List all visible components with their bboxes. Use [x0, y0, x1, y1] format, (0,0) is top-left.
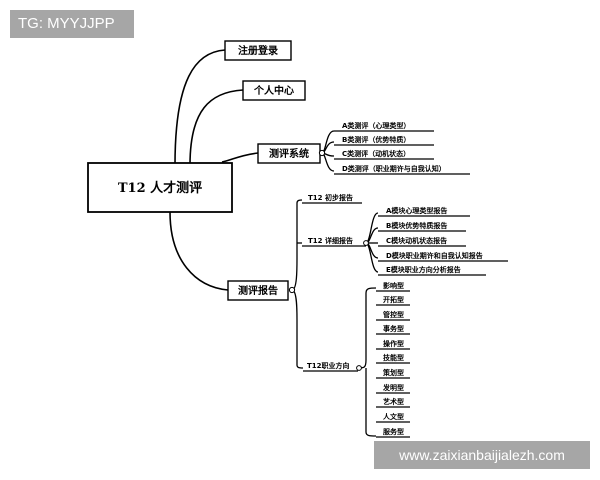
career-item-label: 管控型: [383, 310, 404, 319]
watermark-bottom-right: www.zaixianbaijialezh.com: [374, 441, 590, 469]
system-item-label: A类测评（心理类型）: [342, 121, 410, 130]
career-item[interactable]: 影响型: [376, 281, 410, 292]
detail-item[interactable]: B模块优势特质报告: [378, 221, 466, 232]
system-items: A类测评（心理类型） B类测评（优势特质） C类测评（动机状态） D类测评（职业…: [334, 121, 470, 175]
detail-item[interactable]: D模块职业期许和自我认知报告: [378, 251, 508, 262]
detail-item-label: B模块优势特质报告: [386, 221, 447, 230]
collapse-toggle-system[interactable]: [318, 149, 326, 157]
report-career-label: T12职业方向: [307, 361, 350, 370]
system-item[interactable]: A类测评（心理类型）: [334, 121, 434, 132]
root-node[interactable]: T12 人才测评: [87, 162, 233, 213]
watermark-top-left: TG: MYYJJPP: [10, 10, 134, 38]
node-report[interactable]: 测评报告: [227, 280, 289, 301]
career-item[interactable]: 管控型: [376, 310, 410, 321]
detail-item-label: C模块动机状态报告: [386, 236, 447, 245]
career-item[interactable]: 技能型: [376, 353, 410, 364]
career-item[interactable]: 策划型: [376, 368, 410, 379]
connector-career-top: [357, 287, 377, 369]
system-item-label: D类测评（职业期许与自我认知）: [342, 164, 446, 173]
career-item-label: 发明型: [382, 383, 404, 392]
connector-career-bottom: [365, 368, 377, 437]
detail-item-label: E模块职业方向分析报告: [386, 265, 461, 274]
node-system[interactable]: 测评系统: [257, 143, 321, 164]
node-report-label: 测评报告: [238, 284, 278, 297]
system-item-label: B类测评（优势特质）: [342, 135, 410, 144]
report-detail-label: T12 详细报告: [308, 236, 353, 245]
detail-item-label: A模块心理类型报告: [386, 206, 447, 215]
career-item-label: 策划型: [382, 368, 404, 377]
career-item[interactable]: 操作型: [376, 339, 410, 350]
detail-item-label: D模块职业期许和自我认知报告: [386, 251, 483, 260]
career-item[interactable]: 发明型: [376, 383, 410, 394]
report-initial-label: T12 初步报告: [308, 193, 353, 202]
connector-report-career: [291, 289, 304, 369]
collapse-toggle-report[interactable]: [288, 286, 296, 294]
connector-personal: [189, 89, 244, 166]
career-item-label: 操作型: [383, 339, 404, 348]
detail-item[interactable]: E模块职业方向分析报告: [378, 265, 486, 276]
connector-register: [174, 49, 226, 166]
career-item[interactable]: 开拓型: [376, 295, 410, 306]
connector-report: [169, 211, 229, 291]
career-item-label: 事务型: [383, 324, 404, 333]
node-personal[interactable]: 个人中心: [242, 80, 306, 101]
report-detail[interactable]: T12 详细报告: [302, 236, 366, 247]
collapse-toggle-detail[interactable]: [363, 240, 369, 246]
collapse-toggle-career[interactable]: [356, 365, 362, 371]
root-connectors: [169, 49, 259, 291]
career-item-label: 服务型: [383, 427, 404, 436]
detail-item[interactable]: A模块心理类型报告: [378, 206, 470, 217]
career-item[interactable]: 事务型: [376, 324, 410, 335]
connector-system: [221, 152, 259, 163]
career-items: 影响型 开拓型 管控型 事务型 操作型 技能型 策划型 发明型: [376, 281, 410, 438]
report-career[interactable]: T12职业方向: [303, 361, 358, 372]
node-register-label: 注册登录: [238, 44, 278, 57]
career-item-label: 艺术型: [383, 397, 404, 406]
node-personal-label: 个人中心: [253, 84, 294, 97]
node-register[interactable]: 注册登录: [224, 40, 292, 61]
career-item-label: 开拓型: [383, 295, 404, 304]
node-system-label: 测评系统: [269, 147, 309, 160]
connector-report-initial: [291, 199, 303, 291]
career-item-label: 技能型: [383, 353, 404, 362]
career-item[interactable]: 艺术型: [376, 397, 410, 408]
system-item[interactable]: D类测评（职业期许与自我认知）: [334, 164, 470, 175]
career-item[interactable]: 人文型: [376, 412, 410, 423]
career-item-label: 影响型: [383, 281, 404, 290]
system-item[interactable]: B类测评（优势特质）: [334, 135, 434, 146]
career-item-label: 人文型: [383, 412, 404, 421]
system-item-label: C类测评（动机状态）: [342, 149, 410, 158]
root-label: T12 人才测评: [118, 180, 202, 196]
detail-item[interactable]: C模块动机状态报告: [378, 236, 466, 247]
detail-items: A模块心理类型报告 B模块优势特质报告 C模块动机状态报告 D模块职业期许和自我…: [378, 206, 508, 276]
branch-connectors: [291, 130, 379, 437]
system-item[interactable]: C类测评（动机状态）: [334, 149, 434, 160]
report-initial[interactable]: T12 初步报告: [302, 193, 362, 204]
career-item[interactable]: 服务型: [376, 427, 410, 438]
